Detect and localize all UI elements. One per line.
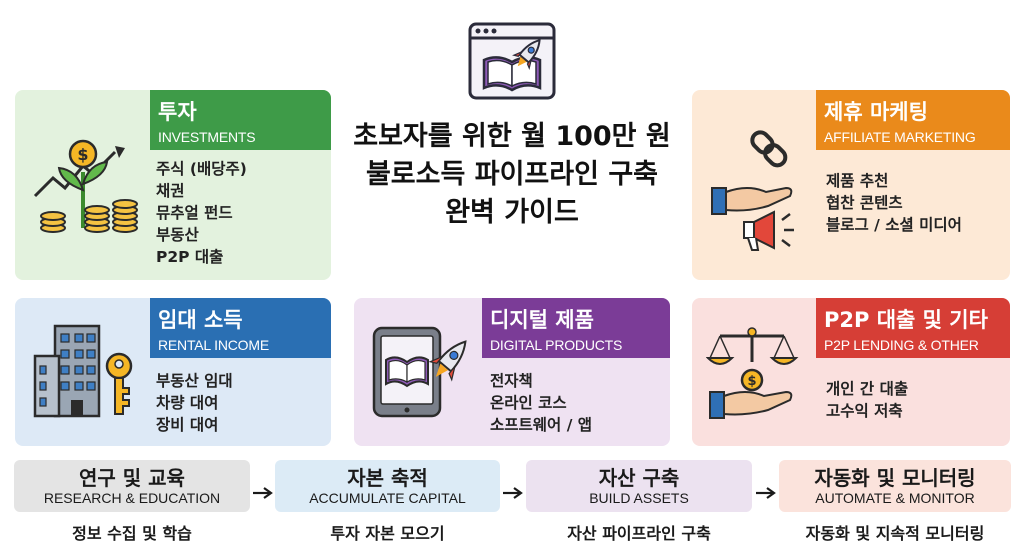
step-description: 자동화 및 지속적 모니터링 (805, 524, 985, 543)
card-p2p-lending: $ P2P 대출 및 기타 P2P LENDING & OTHER 개인 간 대… (692, 298, 1010, 446)
card-digital-products: 디지털 제품 DIGITAL PRODUCTS 전자책 온라인 코스 소프트웨어… (354, 298, 670, 446)
arrow-right-icon (756, 487, 776, 499)
list-item: 온라인 코스 (490, 394, 567, 412)
building-key-icon (33, 324, 133, 418)
step-title: 자동화 및 모니터링 (814, 466, 976, 490)
list-item: 주식 (배당주) (156, 160, 247, 178)
step-subtitle: BUILD ASSETS (589, 490, 689, 506)
page-title-line: 완벽 가이드 (445, 197, 579, 228)
card-subtitle: AFFILIATE MARKETING (824, 129, 976, 145)
card-affiliate-marketing: 제휴 마케팅 AFFILIATE MARKETING 제품 추천 협찬 콘텐츠 … (692, 90, 1010, 280)
page-title: 초보자를 위한 월 100만 원 불로소득 파이프라인 구축 완벽 가이드 (340, 118, 684, 232)
card-subtitle: P2P LENDING & OTHER (824, 337, 979, 353)
step-description: 정보 수집 및 학습 (72, 524, 192, 543)
step-description: 자산 파이프라인 구축 (567, 524, 711, 543)
book-rocket-icon (468, 22, 556, 100)
card-investments: $ 투자 INVESTMENTS 주식 (배당주) 채권 뮤추얼 펀드 부동산 … (15, 90, 331, 280)
list-item: 차량 대여 (156, 394, 219, 412)
card-item-list: 주식 (배당주) 채권 뮤추얼 펀드 부동산 P2P 대출 (156, 158, 247, 268)
card-title: 임대 소득 (158, 308, 243, 332)
svg-text:$: $ (747, 374, 756, 389)
card-header: 디지털 제품 DIGITAL PRODUCTS (482, 298, 670, 358)
arrow-right-icon (503, 487, 523, 499)
page-title-line: 불로소득 파이프라인 구축 (365, 159, 659, 190)
card-item-list: 개인 간 대출 고수익 저축 (826, 378, 908, 422)
list-item: 고수익 저축 (826, 402, 903, 420)
list-item: 전자책 (490, 372, 533, 390)
card-subtitle: INVESTMENTS (158, 129, 256, 145)
card-header: 임대 소득 RENTAL INCOME (150, 298, 331, 358)
card-item-list: 제품 추천 협찬 콘텐츠 블로그 / 소셜 미디어 (826, 170, 962, 236)
svg-text:$: $ (77, 145, 88, 164)
step-description: 투자 자본 모으기 (330, 524, 445, 543)
list-item: 부동산 임대 (156, 372, 233, 390)
list-item: 뮤추얼 펀드 (156, 204, 233, 222)
card-item-list: 전자책 온라인 코스 소프트웨어 / 앱 (490, 370, 592, 436)
card-item-list: 부동산 임대 차량 대여 장비 대여 (156, 370, 233, 436)
card-subtitle: DIGITAL PRODUCTS (490, 337, 623, 353)
card-title: 디지털 제품 (490, 308, 594, 332)
step-title: 자산 구축 (598, 466, 680, 490)
step-subtitle: AUTOMATE & MONITOR (815, 490, 975, 506)
list-item: 소프트웨어 / 앱 (490, 416, 593, 434)
card-header: 제휴 마케팅 AFFILIATE MARKETING (816, 90, 1010, 150)
list-item: 장비 대여 (156, 416, 219, 434)
card-subtitle: RENTAL INCOME (158, 337, 269, 353)
scale-hand-coin-icon: $ (706, 327, 799, 419)
money-plant-icon: $ (33, 139, 138, 233)
list-item: 블로그 / 소셜 미디어 (826, 216, 962, 234)
page-title-line: 초보자를 위한 월 100만 원 (353, 121, 671, 152)
step-subtitle: ACCUMULATE CAPITAL (309, 490, 466, 506)
list-item: 제품 추천 (826, 172, 889, 190)
step-build-assets: 자산 구축 BUILD ASSETS (526, 460, 752, 512)
card-title: 제휴 마케팅 (824, 100, 928, 124)
step-title: 자본 축적 (347, 466, 428, 490)
card-header: P2P 대출 및 기타 P2P LENDING & OTHER (816, 298, 1010, 358)
list-item: 개인 간 대출 (826, 380, 909, 398)
step-research-education: 연구 및 교육 RESEARCH & EDUCATION (14, 460, 250, 512)
step-subtitle: RESEARCH & EDUCATION (43, 490, 221, 506)
card-rental-income: 임대 소득 RENTAL INCOME 부동산 임대 차량 대여 장비 대여 (15, 298, 331, 446)
step-title: 연구 및 교육 (79, 466, 185, 490)
link-hand-megaphone-icon (711, 130, 794, 251)
list-item: 협찬 콘텐츠 (826, 194, 903, 212)
card-title: 투자 (158, 100, 197, 124)
arrow-right-icon (253, 487, 273, 499)
step-automate-monitor: 자동화 및 모니터링 AUTOMATE & MONITOR (779, 460, 1011, 512)
card-title: P2P 대출 및 기타 (824, 308, 988, 332)
tablet-book-rocket-icon (372, 326, 467, 418)
list-item: 부동산 (156, 226, 199, 244)
list-item: 채권 (156, 182, 185, 200)
card-header: 투자 INVESTMENTS (150, 90, 331, 150)
list-item: P2P 대출 (156, 248, 224, 266)
step-accumulate-capital: 자본 축적 ACCUMULATE CAPITAL (275, 460, 500, 512)
